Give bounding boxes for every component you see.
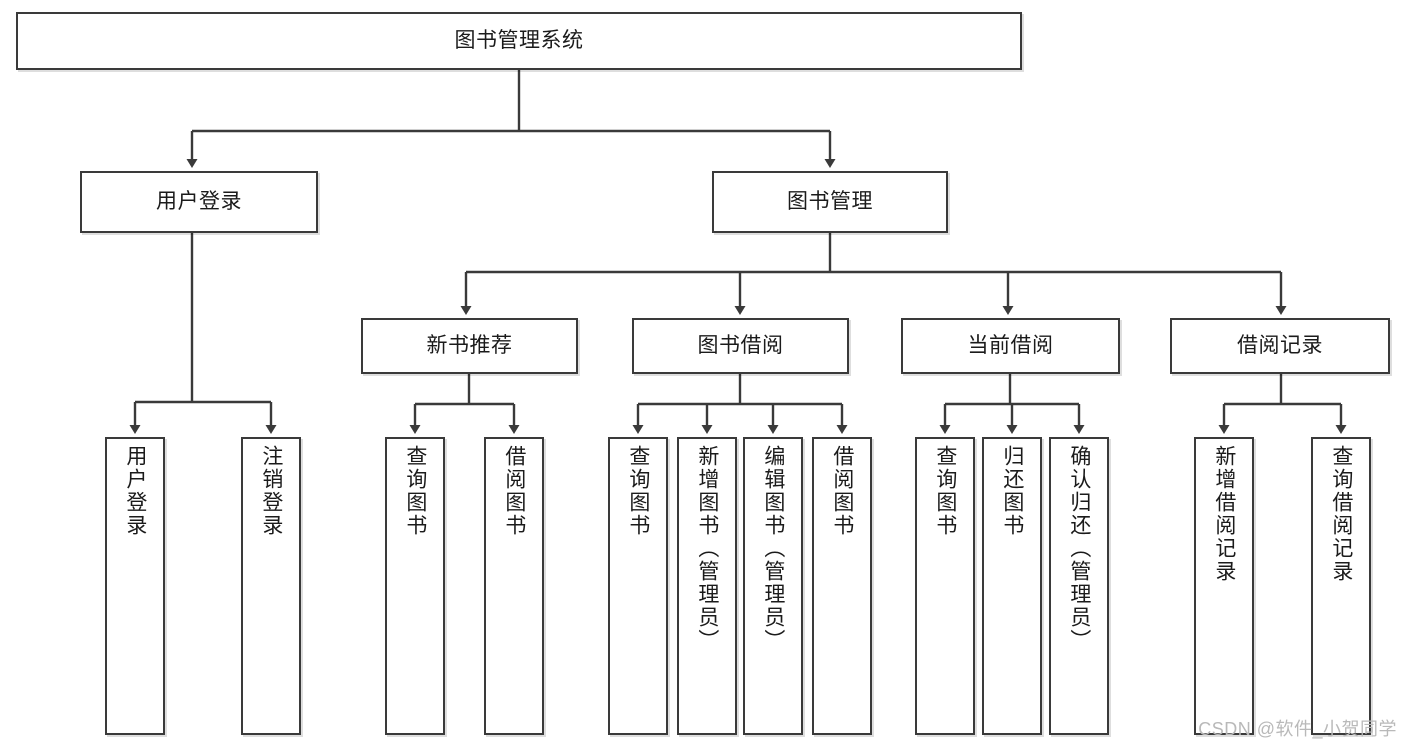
leaf-query-book-a-label: 查询图书 — [403, 445, 427, 537]
node-book-borrow[interactable]: 图书借阅 — [632, 318, 849, 374]
node-user-login[interactable]: 用户登录 — [80, 171, 318, 233]
leaf-query-record[interactable]: 查询借阅记录 — [1311, 437, 1371, 735]
leaf-return-book[interactable]: 归还图书 — [982, 437, 1042, 735]
leaf-query-book-b[interactable]: 查询图书 — [608, 437, 668, 735]
leaf-add-book[interactable]: 新增图书（管理员） — [677, 437, 737, 735]
leaf-return-book-label: 归还图书 — [1000, 445, 1024, 537]
leaf-user-login-label: 用户登录 — [123, 445, 147, 537]
node-borrow-record-label: 借阅记录 — [1237, 334, 1323, 358]
node-root-label: 图书管理系统 — [454, 29, 584, 53]
leaf-add-book-label: 新增图书（管理员） — [695, 445, 719, 652]
node-new-book-recommend-label: 新书推荐 — [426, 334, 513, 358]
leaf-edit-book[interactable]: 编辑图书（管理员） — [743, 437, 803, 735]
node-new-book-recommend[interactable]: 新书推荐 — [361, 318, 578, 374]
watermark: CSDN @软件_小贺同学 — [1198, 719, 1397, 739]
leaf-borrow-book-a[interactable]: 借阅图书 — [484, 437, 544, 735]
leaf-query-book-a[interactable]: 查询图书 — [385, 437, 445, 735]
node-current-borrow[interactable]: 当前借阅 — [901, 318, 1120, 374]
leaf-add-record-label: 新增借阅记录 — [1212, 445, 1236, 583]
node-book-manage-label: 图书管理 — [787, 190, 873, 214]
leaf-borrow-book-b-label: 借阅图书 — [830, 445, 854, 537]
node-book-borrow-label: 图书借阅 — [697, 334, 784, 358]
leaf-query-book-c-label: 查询图书 — [933, 445, 957, 537]
leaf-query-book-c[interactable]: 查询图书 — [915, 437, 975, 735]
leaf-logout-label: 注销登录 — [259, 445, 283, 537]
leaf-add-record[interactable]: 新增借阅记录 — [1194, 437, 1254, 735]
leaf-user-login[interactable]: 用户登录 — [105, 437, 165, 735]
leaf-logout[interactable]: 注销登录 — [241, 437, 301, 735]
node-root[interactable]: 图书管理系统 — [16, 12, 1022, 70]
leaf-confirm-return-label: 确认归还（管理员） — [1067, 445, 1091, 652]
node-user-login-label: 用户登录 — [156, 190, 242, 214]
leaf-borrow-book-b[interactable]: 借阅图书 — [812, 437, 872, 735]
leaf-edit-book-label: 编辑图书（管理员） — [761, 445, 785, 652]
leaf-query-book-b-label: 查询图书 — [626, 445, 650, 537]
node-current-borrow-label: 当前借阅 — [967, 334, 1054, 358]
leaf-borrow-book-a-label: 借阅图书 — [502, 445, 526, 537]
leaf-query-record-label: 查询借阅记录 — [1329, 445, 1353, 583]
node-borrow-record[interactable]: 借阅记录 — [1170, 318, 1390, 374]
leaf-confirm-return[interactable]: 确认归还（管理员） — [1049, 437, 1109, 735]
node-book-manage[interactable]: 图书管理 — [712, 171, 948, 233]
